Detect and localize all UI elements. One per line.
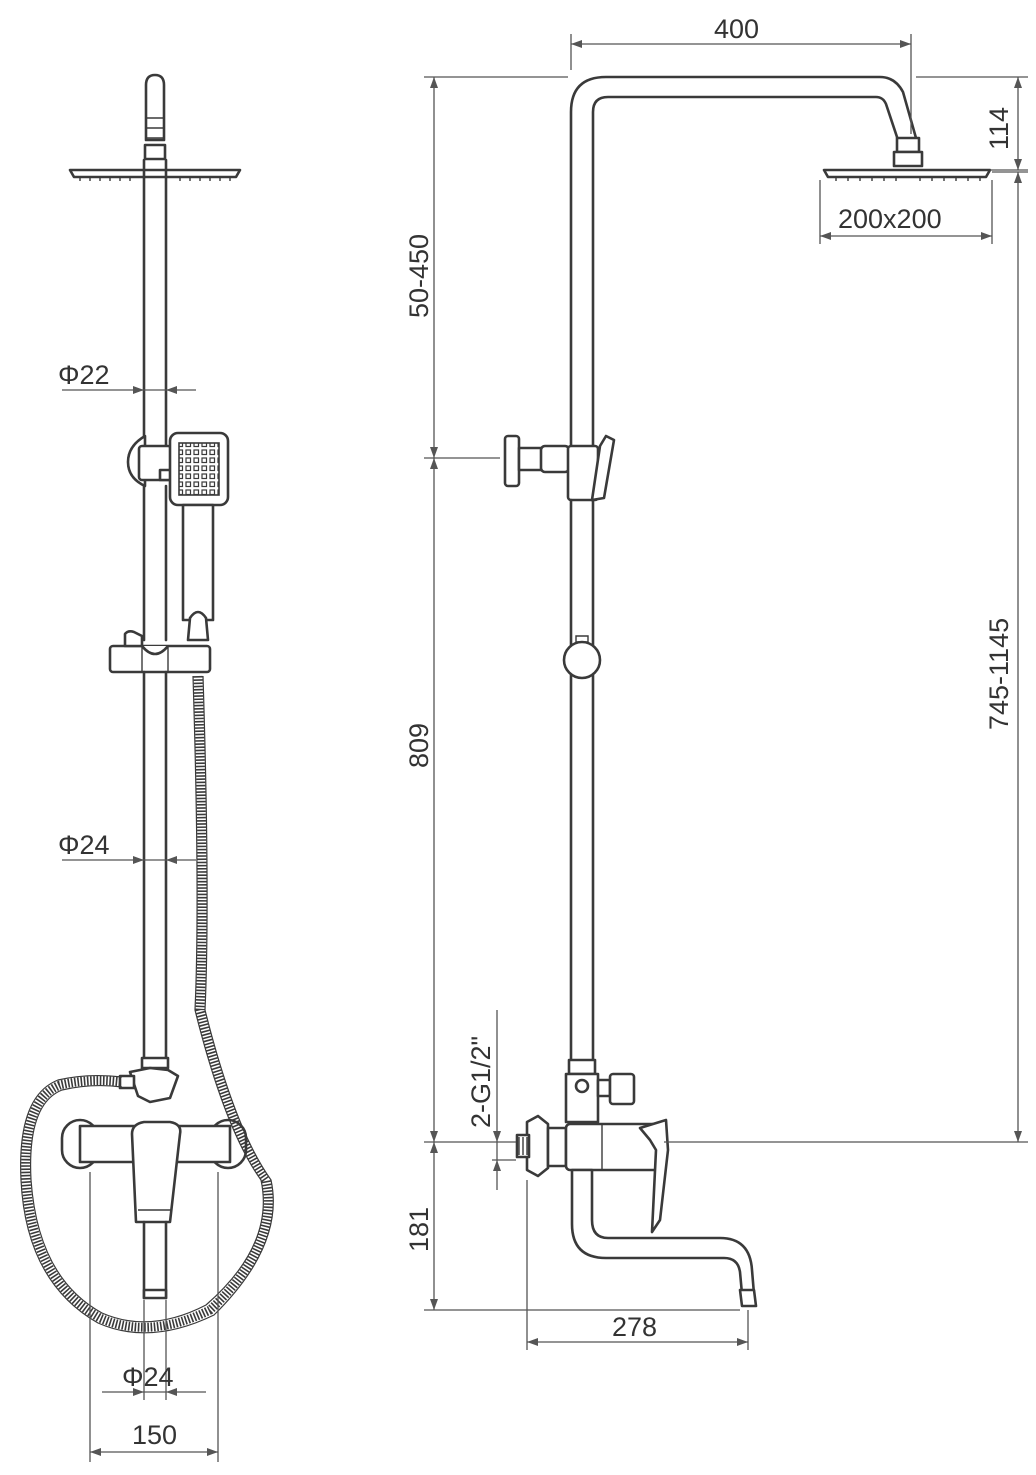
lower-riser — [569, 498, 595, 1062]
diverter-side — [564, 1058, 636, 1124]
dim-rail-height: 809 — [404, 458, 438, 1142]
dim-overall-height: 745-1145 — [664, 171, 1028, 1143]
dim-pipe-lower: Φ24 — [58, 830, 196, 864]
dim-spout-label: Φ24 — [122, 1362, 174, 1392]
mixer-body-front — [60, 1118, 248, 1224]
dim-height-adjust: 50-450 — [404, 76, 568, 459]
shower-hose — [20, 675, 274, 1334]
front-view: Φ22 Φ24 Φ24 150 — [20, 73, 274, 1462]
dim-connection: 2-G1/2" — [424, 1010, 516, 1190]
dim-centers-label: 150 — [132, 1420, 177, 1450]
dim-arm-reach-label: 400 — [714, 14, 759, 44]
diverter — [118, 1056, 180, 1104]
hand-shower-holder — [126, 434, 174, 488]
dim-spout-reach: 278 — [526, 1180, 749, 1350]
slide-knob — [562, 640, 602, 680]
rain-shower-head-side — [822, 168, 992, 181]
dim-overall-height-label: 745-1145 — [984, 618, 1014, 730]
dim-centers: 150 — [89, 1172, 219, 1462]
arm-to-head-nut — [895, 136, 921, 154]
dim-pipe-upper-label: Φ22 — [58, 360, 110, 390]
dim-head-drop-label: 114 — [984, 107, 1014, 150]
dim-spout-height: 181 — [404, 1142, 740, 1311]
mixer-body-side — [515, 1114, 670, 1234]
dim-head-size: 200x200 — [819, 180, 993, 244]
upper-pipe — [142, 158, 168, 447]
dim-spout: Φ24 — [102, 1300, 206, 1400]
middle-pipe — [142, 484, 168, 642]
dim-head-size-label: 200x200 — [838, 204, 942, 234]
dim-rail-height-label: 809 — [404, 723, 434, 768]
hand-shower-front — [168, 431, 230, 642]
dim-connection-label: 2-G1/2" — [466, 1036, 496, 1128]
dim-height-adjust-label: 50-450 — [404, 234, 434, 318]
bath-spout-side — [570, 1168, 758, 1308]
dim-pipe-lower-label: Φ24 — [58, 830, 110, 860]
shower-arm-top — [143, 73, 167, 161]
wall-bracket-side — [503, 434, 616, 502]
dim-spout-height-label: 181 — [404, 1207, 434, 1252]
lower-pipe — [142, 670, 168, 1062]
side-view: 400 114 200x200 50-450 — [404, 14, 1028, 1350]
dim-arm-reach: 400 — [570, 14, 912, 134]
slide-bar-clamp — [108, 630, 212, 674]
dim-spout-reach-label: 278 — [612, 1312, 657, 1342]
dim-pipe-upper: Φ22 — [58, 360, 196, 394]
dim-head-drop: 114 — [916, 76, 1028, 171]
riser-and-arm — [569, 75, 918, 450]
spout-front — [142, 1220, 168, 1300]
rain-shower-head-front — [68, 168, 242, 181]
